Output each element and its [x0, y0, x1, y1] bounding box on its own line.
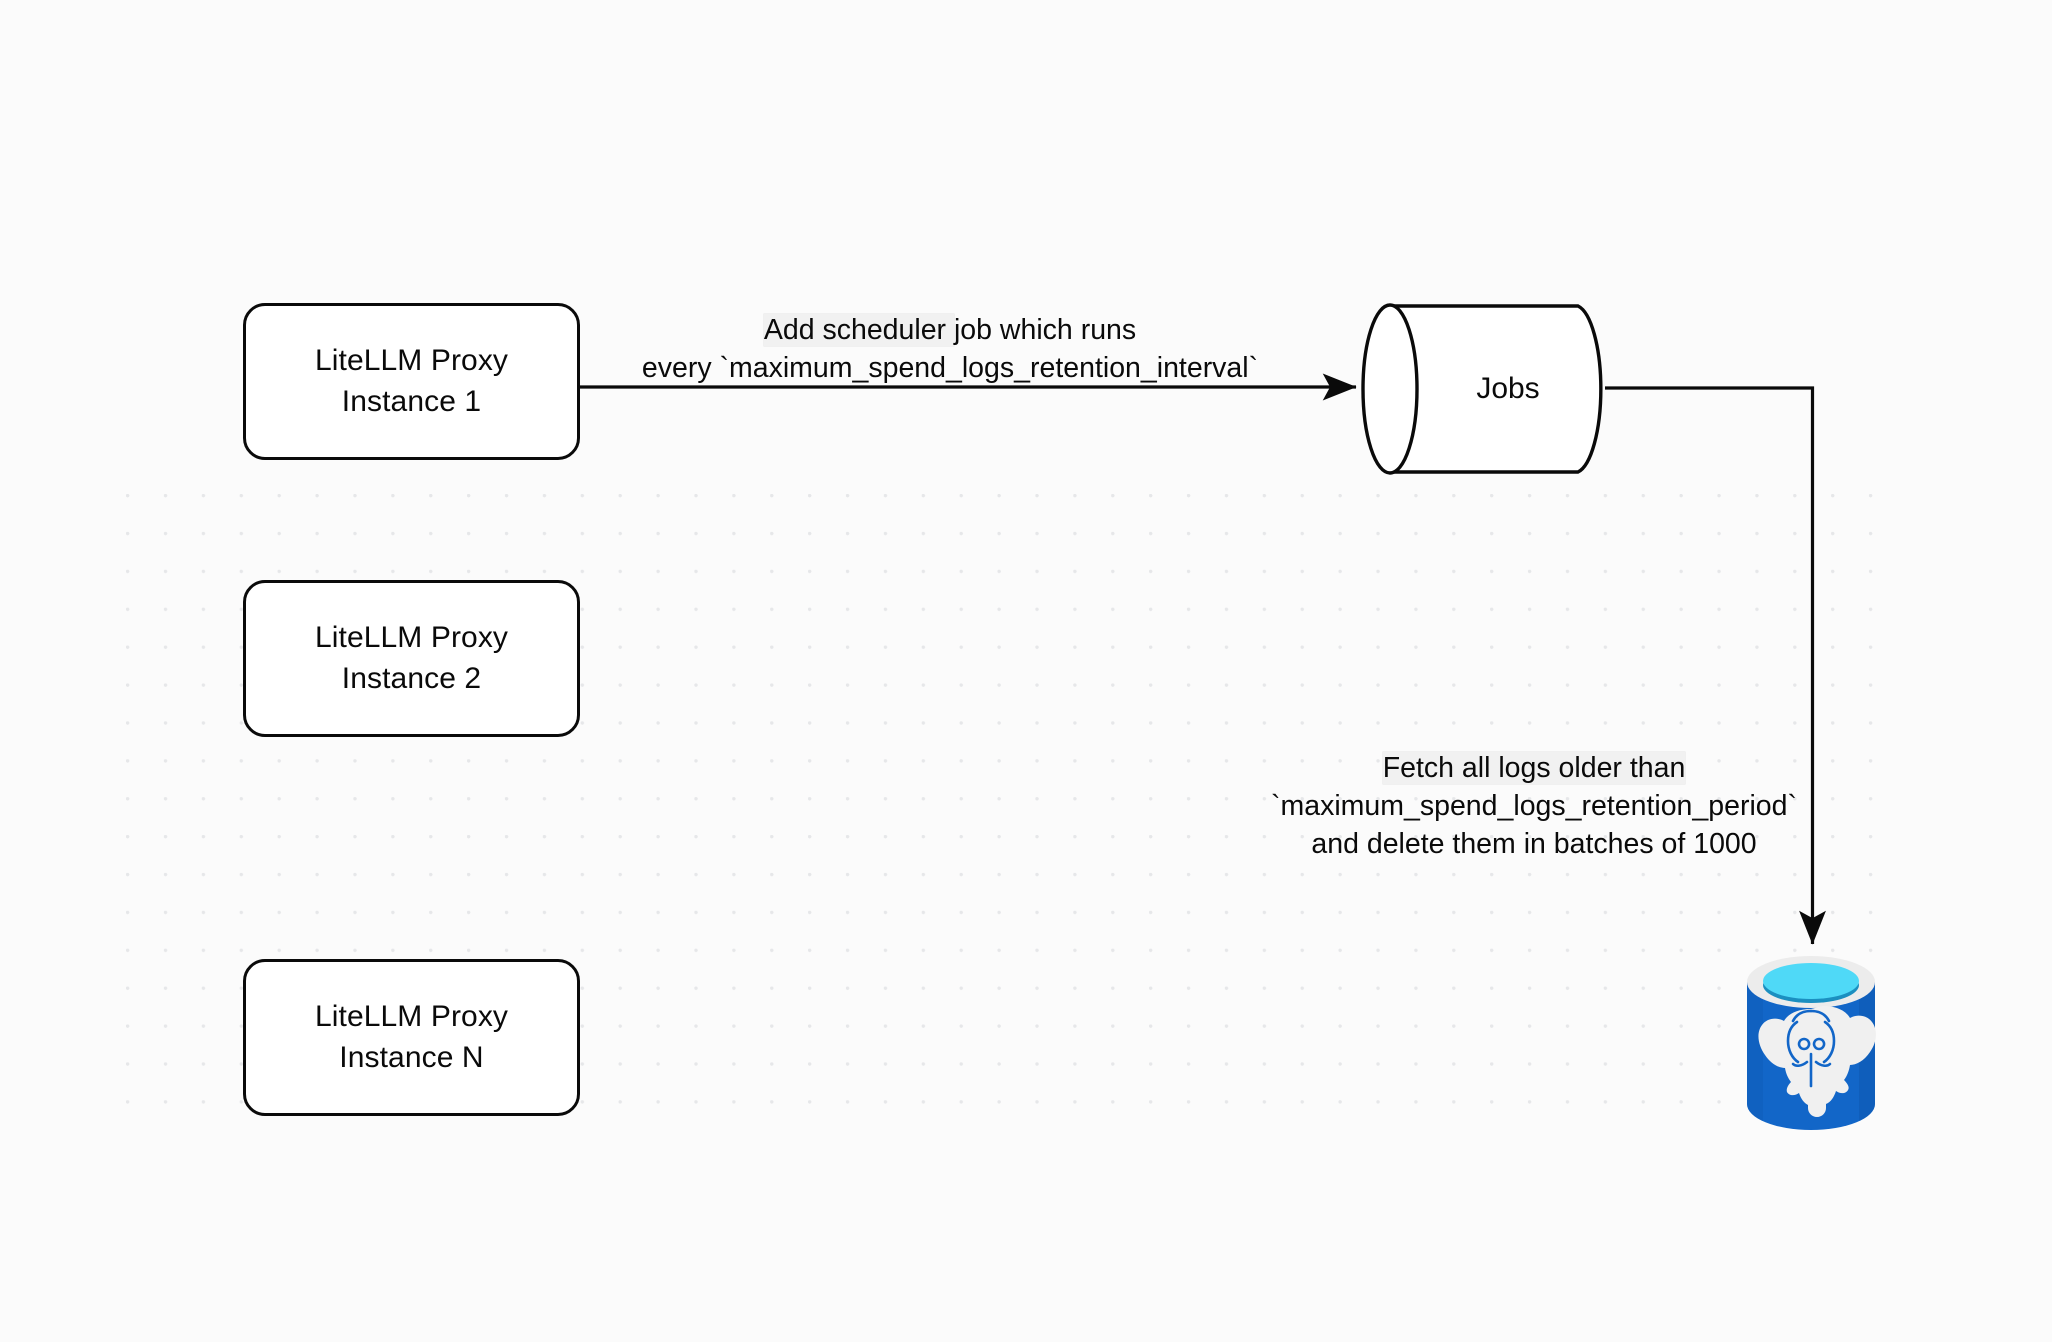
edge-jobs-to-postgres	[1605, 386, 1826, 945]
node-label-line2: Instance 1	[341, 384, 482, 418]
postgresql-database-icon	[1747, 956, 1876, 1130]
edge-label-scheduler-line1: Add scheduler job which runs	[614, 312, 1286, 350]
edge-label-cleanup-line2: `maximum_spend_logs_retention_period`	[1271, 789, 1797, 822]
edge-label-scheduler-line1-highlight: Add scheduler	[763, 314, 954, 346]
jobs-cylinder-shape	[1361, 303, 1603, 475]
node-litellm-proxy-instance-2[interactable]: LiteLLM Proxy Instance 2	[243, 580, 580, 737]
node-label-line2: Instance 2	[341, 661, 482, 695]
node-postgres-database[interactable]	[1745, 954, 1877, 1132]
edge-label-cleanup: Fetch all logs older than `maximum_spend…	[1249, 750, 1819, 864]
node-label-line2: Instance N	[339, 1040, 484, 1074]
edge-label-scheduler-line1-rest: job which runs	[953, 314, 1137, 346]
node-litellm-proxy-instance-n[interactable]: LiteLLM Proxy Instance N	[243, 959, 580, 1116]
node-label-line1: LiteLLM Proxy	[314, 620, 509, 654]
edge-label-cleanup-line1-highlight: Fetch all logs older than	[1382, 752, 1686, 784]
node-litellm-proxy-instance-1[interactable]: LiteLLM Proxy Instance 1	[243, 303, 580, 460]
node-jobs-label: Jobs	[1476, 372, 1540, 405]
node-label-line1: LiteLLM Proxy	[314, 999, 509, 1033]
edge-label-scheduler: Add scheduler job which runs every `maxi…	[614, 312, 1286, 388]
node-jobs-queue[interactable]: Jobs	[1363, 304, 1607, 474]
edge-label-cleanup-line3: and delete them in batches of 1000	[1311, 827, 1757, 860]
edge-label-scheduler-line2: every `maximum_spend_logs_retention_inte…	[641, 351, 1259, 384]
node-label-line1: LiteLLM Proxy	[314, 343, 509, 377]
edge-label-cleanup-line1: Fetch all logs older than	[1249, 750, 1819, 788]
